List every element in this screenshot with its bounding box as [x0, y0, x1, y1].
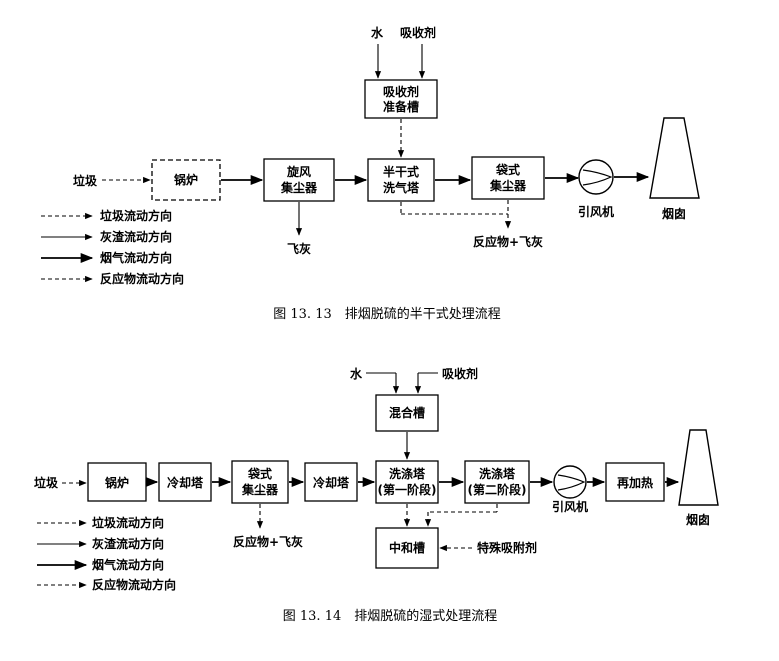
f1-scrubber-line1: 半干式: [383, 164, 419, 179]
f2-washer2-line2: (第二阶段): [468, 482, 527, 497]
f2-special-adsorbent-label: 特殊吸附剂: [477, 540, 537, 555]
f2-legend-label-4: 反应物流动方向: [92, 577, 176, 592]
f1-legend-label-4: 反应物流动方向: [100, 271, 184, 286]
f2-legend-label-3: 烟气流动方向: [92, 557, 164, 572]
f2-legend-label-1: 垃圾流动方向: [92, 515, 164, 530]
f1-chimney-icon: [649, 117, 700, 199]
f1-bag-line1: 袋式: [495, 162, 520, 177]
f2-chimney-icon: [678, 429, 719, 506]
f2-water-label: 水: [350, 366, 363, 381]
f2-fan-icon: [553, 465, 587, 499]
f1-absorbent-tank: [364, 79, 438, 119]
f1-absorbent-label: 吸收剂: [400, 25, 436, 40]
f2-bag-filter: [231, 460, 289, 504]
f2-boiler: [87, 462, 147, 502]
f1-semidry-scrubber: [367, 158, 435, 202]
f1-flyash-label: 飞灰: [287, 241, 311, 256]
f2-washer-1: [375, 460, 439, 504]
f1-bag-filter: [471, 156, 545, 200]
f1-absorbent-tank-line2: 准备槽: [383, 99, 419, 114]
f1-scrubber-line2: 洗气塔: [383, 180, 420, 195]
f2-cool2-label: 冷却塔: [313, 475, 350, 490]
f2-bag-line2: 集尘器: [241, 482, 279, 497]
f2-reheat: [605, 462, 665, 502]
f2-mixing-tank: [375, 394, 439, 432]
f1-legend-label-1: 垃圾流动方向: [100, 208, 172, 223]
f2-bag-line1: 袋式: [247, 466, 272, 481]
f1-chimney-label: 烟囱: [662, 206, 686, 221]
f1-cyclone: [263, 158, 335, 202]
f2-neutral-tank: [375, 527, 439, 569]
f1-caption: 图 13. 13 排烟脱硫的半干式处理流程: [273, 306, 500, 322]
f1-garbage-label: 垃圾: [73, 173, 98, 188]
f2-boiler-label: 锅炉: [105, 475, 129, 490]
f1-absorbent-tank-line1: 吸收剂: [383, 84, 419, 99]
f1-bag-line2: 集尘器: [489, 178, 527, 193]
f2-chimney-label: 烟囱: [686, 512, 710, 527]
f2-washer1-line2: (第一阶段): [378, 482, 437, 497]
f2-reactant-ash-label: 反应物+飞灰: [233, 534, 303, 549]
figure-1: 水 吸收剂 吸收剂 准备槽 垃圾 锅炉 旋风 集尘器 飞灰 半干式 洗气塔 袋: [41, 25, 700, 322]
f2-neutral-label: 中和槽: [389, 540, 425, 555]
f2-legend: 垃圾流动方向 灰渣流动方向 烟气流动方向 反应物流动方向: [37, 515, 176, 592]
f2-reheat-label: 再加热: [617, 475, 653, 490]
f2-mixing-tank-label: 混合槽: [389, 405, 425, 420]
f2-garbage-label: 垃圾: [34, 475, 59, 490]
f1-reactant-ash-label: 反应物+飞灰: [473, 234, 543, 249]
f1-legend-label-2: 灰渣流动方向: [100, 229, 172, 244]
f1-fan-label: 引风机: [578, 204, 614, 219]
f2-legend-label-2: 灰渣流动方向: [92, 536, 164, 551]
f1-cyclone-line2: 集尘器: [280, 180, 318, 195]
f2-caption: 图 13. 14 排烟脱硫的湿式处理流程: [283, 608, 497, 624]
figure-2: 水 吸收剂 混合槽 垃圾 锅炉 冷却塔 袋式 集尘器 反应物+飞灰 冷却塔: [34, 366, 719, 624]
f1-water-label: 水: [371, 25, 384, 40]
f1-boiler-label: 锅炉: [174, 172, 198, 187]
f1-boiler: [151, 159, 221, 201]
f2-washer1-line1: 洗涤塔: [389, 466, 426, 481]
f1-cyclone-line1: 旋风: [286, 164, 311, 179]
f2-cooling-tower-2: [304, 462, 358, 502]
f1-legend: 垃圾流动方向 灰渣流动方向 烟气流动方向 反应物流动方向: [41, 208, 184, 286]
f1-fan-icon: [578, 159, 614, 195]
f2-absorbent-label: 吸收剂: [442, 366, 478, 381]
f2-washer2-line1: 洗涤塔: [479, 466, 516, 481]
f2-fan-label: 引风机: [552, 499, 588, 514]
f2-washer-2: [464, 460, 530, 504]
f1-legend-label-3: 烟气流动方向: [100, 250, 172, 265]
f2-cooling-tower-1: [158, 462, 212, 502]
f2-cool1-label: 冷却塔: [167, 475, 204, 490]
